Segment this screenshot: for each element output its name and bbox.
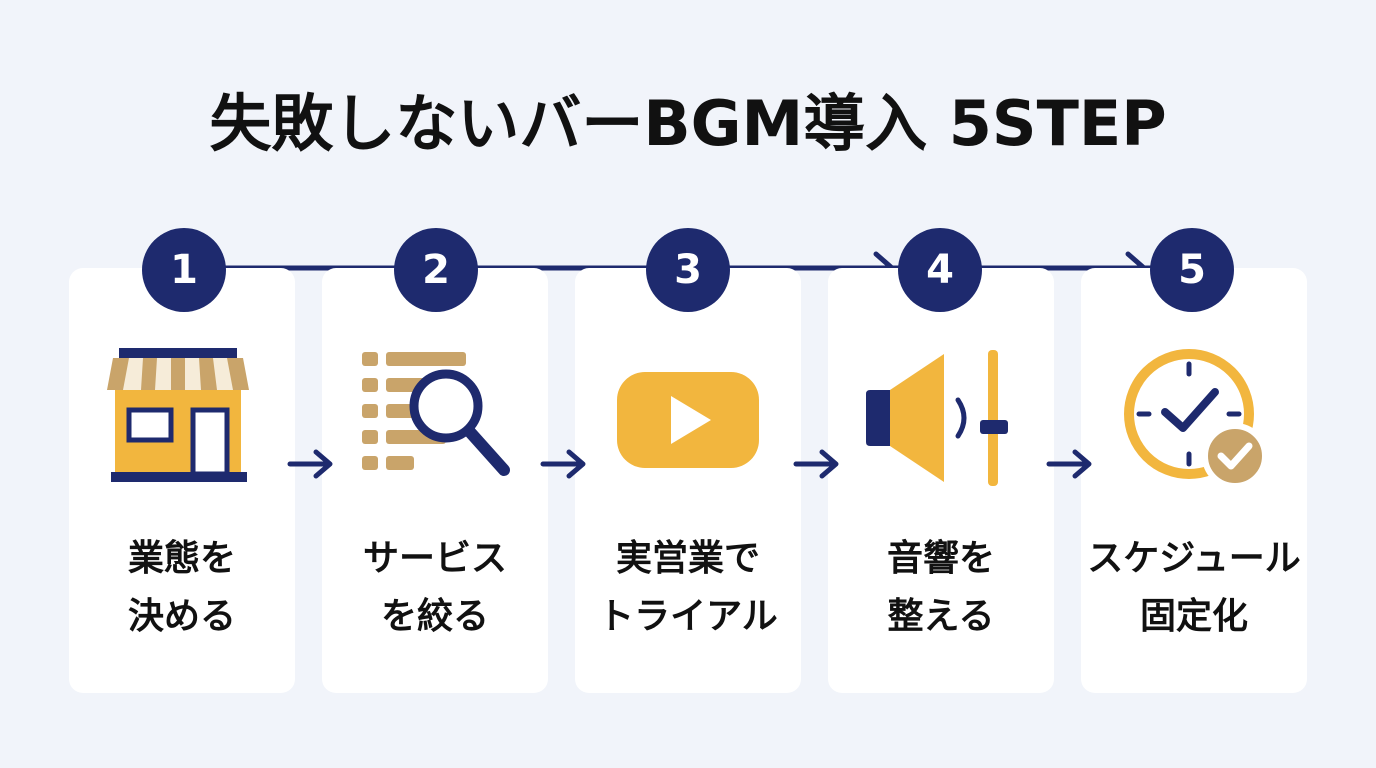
arrow-right-icon bbox=[287, 449, 333, 479]
list-search-icon bbox=[362, 352, 510, 476]
step-label-4: 音響を 整える bbox=[886, 538, 995, 637]
step-card-5: スケジュール 固定化 bbox=[1081, 268, 1307, 693]
step-label-5: スケジュール 固定化 bbox=[1087, 538, 1301, 637]
step-number-badge-5: 5 bbox=[1150, 228, 1234, 312]
step-label-1: 業態を 決める bbox=[127, 538, 236, 637]
step-label-3: 実営業で トライアル bbox=[598, 538, 778, 637]
step-card-2: サービス を絞る bbox=[322, 268, 548, 693]
clock-check-icon bbox=[1124, 349, 1268, 489]
arrow-right-icon bbox=[540, 449, 586, 479]
step-card-3: 実営業で トライアル bbox=[575, 268, 801, 693]
page-title: 失敗しないバーBGM導入 5STEP bbox=[209, 87, 1167, 160]
speaker-slider-icon bbox=[866, 350, 1008, 486]
step-label-2: サービス を絞る bbox=[362, 538, 507, 637]
step-card-4: 音響を 整える bbox=[828, 268, 1054, 693]
storefront-icon bbox=[107, 348, 249, 482]
step-card-1: 業態を 決める bbox=[69, 268, 295, 693]
step-number-badge-4: 4 bbox=[898, 228, 982, 312]
arrow-right-icon bbox=[793, 449, 839, 479]
arrow-right-icon bbox=[1046, 449, 1092, 479]
step-number-badge-3: 3 bbox=[646, 228, 730, 312]
video-play-icon bbox=[617, 372, 759, 468]
step-number-badge-2: 2 bbox=[394, 228, 478, 312]
step-number-badge-1: 1 bbox=[142, 228, 226, 312]
